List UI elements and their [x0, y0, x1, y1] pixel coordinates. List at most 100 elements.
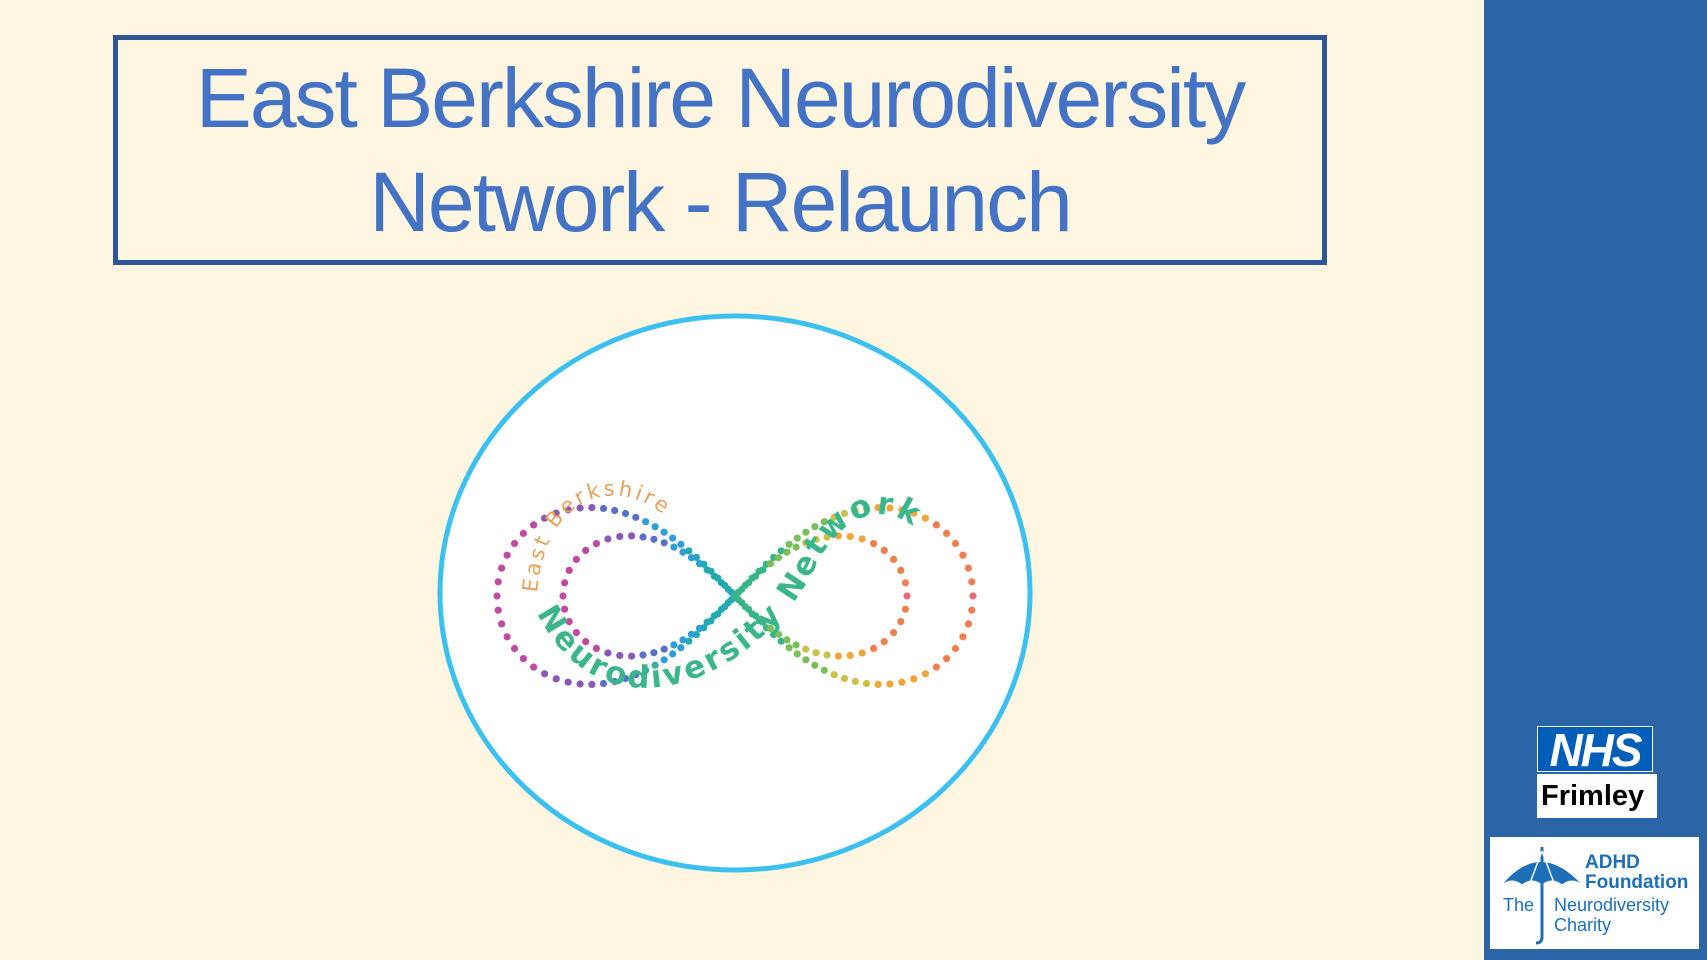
infinity-dot [632, 513, 640, 521]
infinity-dot [793, 534, 801, 542]
infinity-dot [642, 666, 650, 674]
infinity-dot [964, 564, 973, 572]
infinity-dot [910, 509, 918, 517]
infinity-dot [812, 649, 820, 657]
infinity-dot [777, 547, 785, 555]
infinity-dot [710, 612, 718, 620]
infinity-dot [660, 656, 668, 664]
infinity-dot [494, 606, 502, 614]
infinity-dot [943, 529, 951, 537]
infinity-dot [880, 638, 888, 646]
infinity-dot [621, 509, 630, 518]
infinity-dot [703, 566, 711, 574]
infinity-dot [669, 534, 677, 542]
infinity-dot [830, 671, 838, 679]
infinity-dot [870, 644, 878, 652]
infinity-dot [677, 644, 685, 652]
infinity-dot [840, 674, 849, 683]
infinity-dot [898, 678, 906, 686]
infinity-dot [717, 579, 725, 587]
infinity-dot [777, 637, 785, 645]
infinity-dot [890, 555, 898, 563]
infinity-dot [890, 629, 898, 637]
infinity-dot [752, 612, 760, 620]
infinity-dot [592, 540, 600, 548]
infinity-dot [510, 539, 519, 548]
infinity-dot [943, 655, 951, 663]
adhd-foundation-logo: ADHD Foundation The Neurodiversity Chari… [1490, 837, 1699, 949]
infinity-dot [910, 675, 918, 683]
infinity-dot [599, 679, 608, 688]
infinity-dot [530, 521, 538, 529]
infinity-dot [766, 560, 775, 568]
infinity-dot [541, 670, 549, 678]
infinity-dot [759, 618, 767, 626]
infinity-dot [670, 543, 678, 551]
infinity-dot [564, 678, 572, 686]
infinity-dot [494, 578, 502, 586]
infinity-dot [498, 620, 506, 628]
infinity-dot [639, 651, 647, 659]
infinity-dot [604, 535, 612, 543]
infinity-dot [541, 514, 549, 522]
infinity-dot [774, 554, 783, 562]
infinity-dot [840, 509, 849, 518]
infinity-dot [903, 592, 911, 600]
title-line-2: Network - Relaunch [369, 155, 1073, 249]
infinity-dot [932, 663, 940, 671]
infinity-dot [898, 506, 906, 514]
infinity-dot [731, 592, 739, 600]
infinity-dot [679, 636, 687, 644]
infinity-dots [493, 504, 977, 688]
infinity-dot [493, 592, 501, 600]
infinity-dot [559, 592, 567, 600]
infinity-dot [670, 641, 678, 649]
infinity-dot [510, 644, 519, 653]
infinity-dot [628, 532, 636, 540]
infinity-dot [576, 504, 584, 512]
infinity-dot [964, 620, 973, 628]
infinity-dot [685, 547, 693, 555]
title-line-1: East Berkshire Neurodiversity [195, 51, 1246, 145]
infinity-dot [687, 554, 696, 562]
nhs-frimley-logo: NHS Frimley [1537, 726, 1657, 820]
infinity-dot [858, 649, 866, 657]
infinity-dot [561, 579, 569, 587]
infinity-dot [738, 599, 746, 607]
infinity-dot [783, 548, 791, 556]
infinity-dot [669, 650, 677, 658]
infinity-dot [792, 543, 800, 551]
adhd-line-5: Charity [1554, 915, 1612, 935]
infinity-dot [959, 551, 967, 559]
infinity-dot [968, 578, 976, 586]
infinity-dot [759, 566, 767, 574]
infinity-dot [503, 633, 511, 641]
infinity-dot [616, 651, 624, 660]
neurodiversity-network-logo: East Berkshire Neurodiversity Network [437, 313, 1033, 873]
infinity-dot [695, 624, 704, 632]
infinity-dot [650, 535, 658, 543]
adhd-line-2: Foundation [1585, 872, 1689, 893]
infinity-dot [811, 523, 819, 531]
infinity-dot [621, 674, 630, 683]
infinity-dot [745, 605, 753, 613]
infinity-dot [564, 506, 572, 514]
infinity-dot [921, 670, 929, 678]
infinity-dot [886, 504, 894, 512]
infinity-dot [679, 548, 687, 556]
infinity-dot [717, 605, 725, 613]
infinity-dot [851, 506, 859, 515]
infinity-dot [783, 636, 791, 644]
infinity-dot [823, 651, 831, 659]
infinity-dot [687, 630, 696, 638]
infinity-dot [846, 532, 854, 541]
infinity-dot [642, 518, 650, 526]
infinity-dot [802, 539, 810, 547]
adhd-line-3: The [1503, 895, 1535, 915]
infinity-dot [897, 618, 905, 626]
infinity-dot [639, 533, 647, 541]
infinity-dot [921, 514, 929, 522]
infinity-dot [616, 532, 624, 541]
infinity-dot [802, 528, 810, 536]
infinity-dot [552, 675, 560, 683]
